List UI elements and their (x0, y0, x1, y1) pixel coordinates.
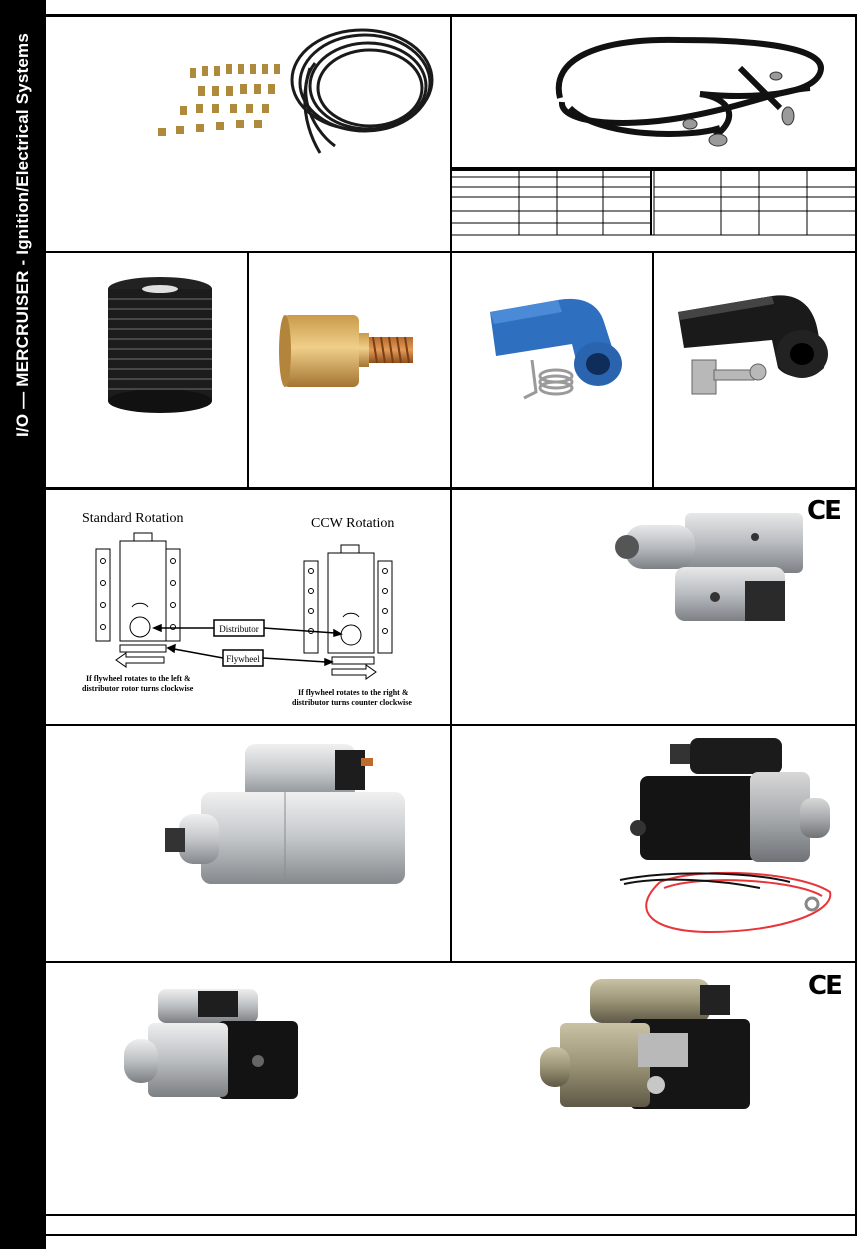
starter-motor-labeled-image (540, 979, 750, 1109)
spark-plug-wire-kit-image (158, 28, 434, 154)
ce-mark-1: CE (807, 496, 842, 526)
col-divider-r2a (247, 251, 249, 489)
starter-motor-silver-image (165, 744, 405, 884)
blue-spark-plug-boot-image (490, 298, 622, 400)
spec-table (451, 167, 856, 236)
frame-right-border (855, 14, 857, 1236)
frame-bottom-border (46, 1234, 857, 1236)
col-divider-r2b (450, 251, 452, 489)
col-divider-r2c (652, 251, 654, 489)
row-divider-5 (46, 1214, 857, 1216)
spark-plug-wire-spool-image (108, 277, 212, 413)
ce-mark-2: CE (808, 971, 843, 1001)
left-caption-line1: If flywheel rotates to the left & (86, 674, 191, 683)
col-divider-r1 (450, 14, 452, 253)
right-caption-line2: distributor turns counter clockwise (292, 698, 412, 707)
ccw-rotation-title: CCW Rotation (311, 516, 394, 531)
brass-terminal-adapter-image (279, 315, 413, 387)
distributor-label: Distributor (219, 624, 259, 634)
starter-motor-black-image (124, 989, 298, 1099)
left-caption-line2: distributor rotor turns clockwise (82, 684, 194, 693)
standard-rotation-title: Standard Rotation (82, 511, 184, 526)
sidebar-title: I/O — MERCRUISER - Ignition/Electrical S… (13, 32, 32, 438)
starter-motor-with-wiring-image (619, 738, 832, 934)
battery-cable-set-image (555, 36, 824, 147)
sidebar: I/O — MERCRUISER - Ignition/Electrical S… (0, 0, 46, 1249)
right-caption-line1: If flywheel rotates to the right & (298, 688, 409, 697)
col-divider-r3r4 (450, 487, 452, 963)
flywheel-label: Flywheel (226, 654, 260, 664)
starter-motor-image (615, 513, 803, 621)
black-spark-plug-boot-image (678, 295, 828, 395)
rotation-diagram: Standard Rotation CCW Rotation Distribut… (82, 511, 412, 707)
